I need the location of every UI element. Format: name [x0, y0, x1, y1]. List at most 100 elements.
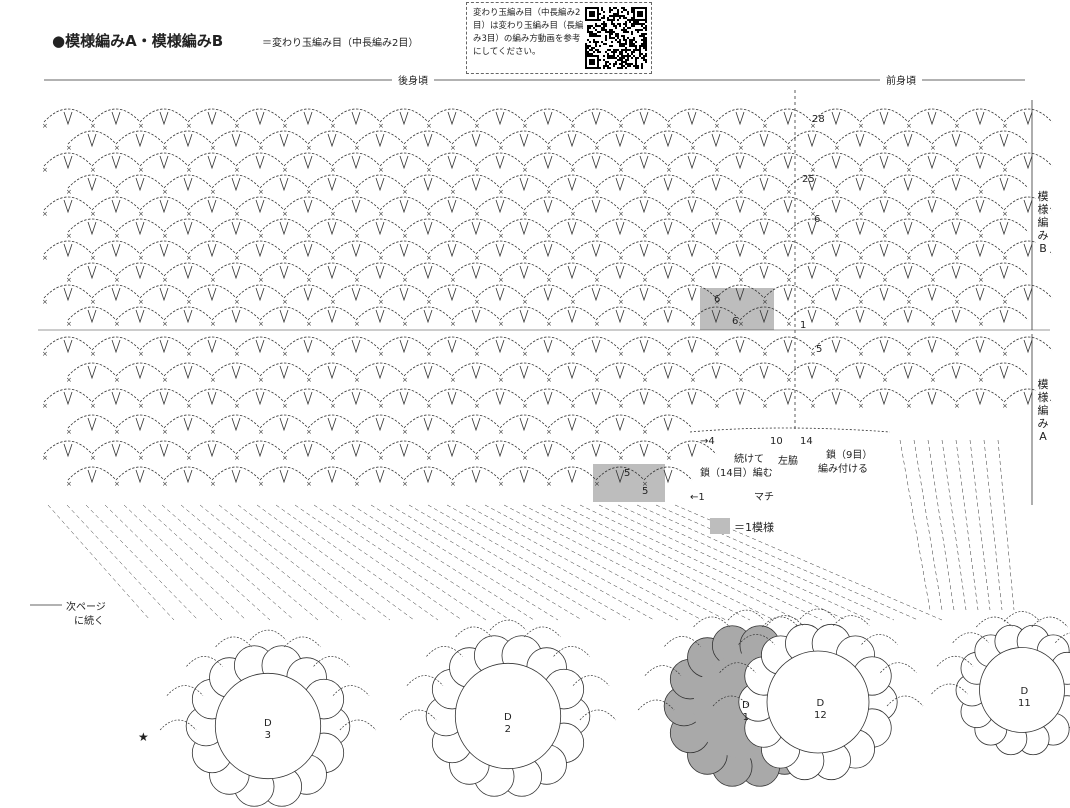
sc-mark: × — [90, 350, 96, 358]
fan-arc — [403, 174, 453, 189]
sc-mark: × — [882, 320, 888, 328]
stitch-mark — [447, 443, 457, 458]
fan-arc — [907, 152, 957, 167]
fan-arc — [403, 362, 453, 377]
sc-mark: × — [762, 166, 768, 174]
fan-row: ××××××××××××××××××××× — [42, 108, 1053, 130]
qr-module — [615, 33, 617, 35]
stitch-mark — [615, 133, 625, 148]
qr-module — [607, 65, 609, 67]
qr-module — [625, 61, 627, 63]
qr-module — [617, 35, 619, 37]
qr-module — [621, 63, 623, 65]
sc-mark: × — [738, 320, 744, 328]
sc-mark: × — [618, 254, 624, 262]
sc-mark: × — [834, 188, 840, 196]
connect-line — [351, 504, 535, 621]
qr-module — [635, 21, 637, 23]
qr-module — [619, 57, 621, 59]
stitch-mark — [447, 111, 457, 126]
fan-arc — [643, 466, 693, 481]
stitch-mark — [447, 339, 457, 354]
qr-module — [645, 33, 647, 35]
sc-mark: × — [354, 376, 360, 384]
sc-mark: × — [810, 350, 816, 358]
sc-mark: × — [858, 350, 864, 358]
fan-arc — [163, 306, 213, 321]
qr-module — [593, 39, 595, 41]
connect-line — [899, 439, 931, 611]
stitch-mark — [327, 309, 337, 324]
sc-mark: × — [426, 298, 432, 306]
stitch-mark — [327, 265, 337, 280]
sc-mark: × — [930, 276, 936, 284]
qr-module — [645, 25, 647, 27]
qr-module — [641, 33, 643, 35]
stitch-mark — [711, 177, 721, 192]
stitch-mark — [375, 133, 385, 148]
fan-arc — [91, 388, 141, 403]
stitch-mark — [543, 111, 553, 126]
qr-module — [633, 65, 635, 67]
row-number-4: →4 — [700, 436, 715, 447]
sc-mark: × — [66, 428, 72, 436]
fan-arc — [403, 466, 453, 481]
sc-mark: × — [714, 254, 720, 262]
qr-module — [605, 35, 607, 37]
connect-line — [180, 504, 319, 621]
stitch-mark — [735, 199, 745, 214]
fan-arc — [139, 388, 189, 403]
qr-code-icon[interactable] — [585, 7, 647, 69]
fan-arc — [571, 240, 621, 255]
stitch-mark — [399, 287, 409, 302]
fan-arc — [499, 262, 549, 277]
qr-module — [611, 57, 613, 59]
sc-mark: × — [714, 402, 720, 410]
stitch-mark — [375, 309, 385, 324]
stitch-mark — [63, 155, 73, 170]
qr-module — [589, 45, 591, 47]
fan-arc — [955, 240, 1005, 255]
stitch-mark — [639, 111, 649, 126]
connect-line — [370, 504, 559, 621]
fan-arc — [427, 336, 477, 351]
motif-scallop — [727, 609, 765, 621]
fan-arc — [427, 240, 477, 255]
sc-mark: × — [906, 298, 912, 306]
fan-arc — [835, 262, 885, 277]
sc-mark: × — [186, 122, 192, 130]
sc-mark: × — [258, 276, 264, 284]
stitch-mark — [951, 265, 961, 280]
sc-mark: × — [186, 254, 192, 262]
fan-arc — [883, 218, 933, 233]
sc-mark: × — [666, 254, 672, 262]
sc-mark: × — [714, 122, 720, 130]
fan-arc — [307, 174, 357, 189]
motif-scallop — [719, 662, 756, 673]
fan-arc — [283, 284, 333, 299]
stitch-mark — [975, 391, 985, 406]
fan-arc — [811, 108, 861, 123]
fan-arc — [643, 218, 693, 233]
stitch-mark — [591, 155, 601, 170]
sc-mark: × — [258, 232, 264, 240]
sc-mark: × — [618, 402, 624, 410]
fan-arc — [403, 414, 453, 429]
fan-arc — [67, 218, 117, 233]
sc-mark: × — [522, 298, 528, 306]
motif-d3 — [159, 629, 377, 807]
sc-mark: × — [546, 144, 552, 152]
qr-module — [613, 53, 615, 55]
qr-module — [587, 29, 589, 31]
qr-module — [629, 49, 631, 51]
sc-mark: × — [234, 122, 240, 130]
sc-mark: × — [714, 166, 720, 174]
sc-mark: × — [906, 210, 912, 218]
sc-mark: × — [426, 350, 432, 358]
qr-module — [631, 43, 633, 45]
sc-mark: × — [138, 166, 144, 174]
connect-line — [275, 504, 439, 621]
repeat-highlight-a — [593, 464, 665, 502]
fan-arc — [859, 152, 909, 167]
sc-mark: × — [426, 254, 432, 262]
